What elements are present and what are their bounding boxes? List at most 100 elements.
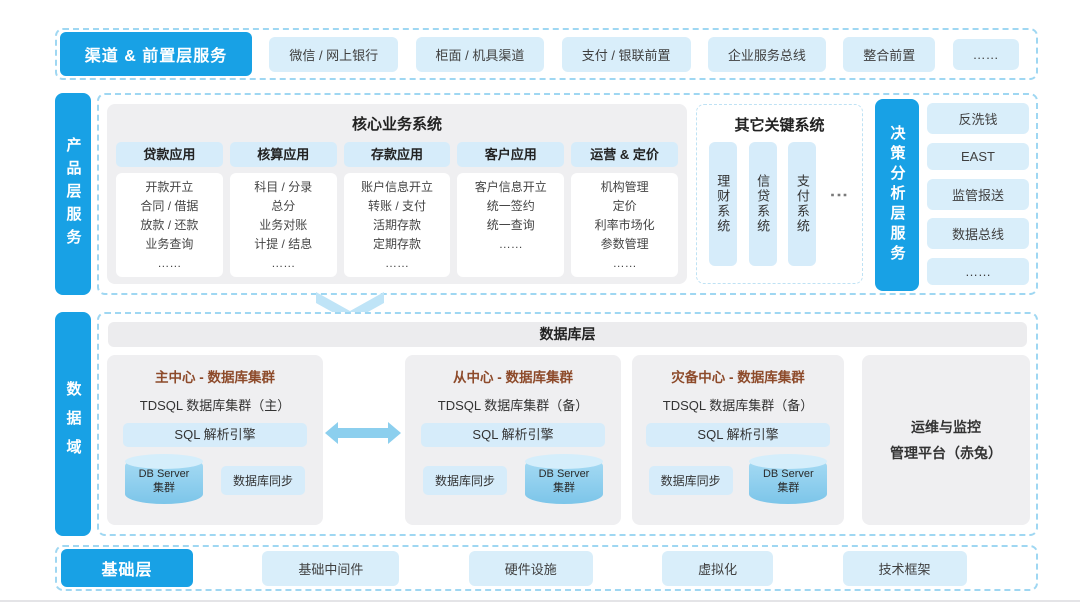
other-system-item: 信贷系统 xyxy=(748,142,777,266)
card-line: …… xyxy=(384,256,409,270)
replication-arrow-icon xyxy=(325,422,401,444)
ops-platform-panel: 运维与监控 管理平台（赤兔） xyxy=(862,355,1030,525)
db-server-cylinder-icon: DB Server 集群 xyxy=(749,454,828,504)
core-column-header: 运营 & 定价 xyxy=(571,142,678,167)
channel-item: 整合前置 xyxy=(843,36,936,72)
core-column-header: 贷款应用 xyxy=(116,142,223,167)
decision-item: 反洗钱 xyxy=(927,103,1029,134)
core-column-header: 存款应用 xyxy=(343,142,451,167)
db-layer-title: 数据库层 xyxy=(108,322,1027,347)
channel-item: 柜面 / 机具渠道 xyxy=(415,36,545,72)
decision-item: 监管报送 xyxy=(927,178,1029,210)
core-column-card: 科目 / 分录 总分 业务对账 计提 / 结息 …… xyxy=(229,173,337,277)
core-column-operations: 运营 & 定价 机构管理 定价 利率市场化 参数管理 …… xyxy=(571,142,678,277)
other-system-item: 支付系统 xyxy=(788,142,817,266)
decision-item: 数据总线 xyxy=(927,218,1029,250)
card-line: 定价 xyxy=(612,199,637,213)
core-systems-panel: 核心业务系统 贷款应用 开款开立 合同 / 借据 放款 / 还款 业务查询 ……… xyxy=(107,104,687,284)
core-column-accounting: 核算应用 科目 / 分录 总分 业务对账 计提 / 结息 …… xyxy=(229,142,337,277)
core-systems-title: 核心业务系统 xyxy=(351,116,442,133)
db-sync-label: 数据库同步 xyxy=(422,465,507,495)
card-line: 转账 / 支付 xyxy=(367,199,426,213)
decision-layer-items: 反洗钱 EAST 监管报送 数据总线 …… xyxy=(927,103,1029,285)
db-server-label: DB Server 集群 xyxy=(138,468,190,494)
db-server-label: DB Server 集群 xyxy=(762,468,814,494)
channel-item: 企业服务总线 xyxy=(707,36,826,72)
card-line: 合同 / 借据 xyxy=(140,199,199,213)
core-column-loan: 贷款应用 开款开立 合同 / 借据 放款 / 还款 业务查询 …… xyxy=(116,142,223,277)
cluster-title: 主中心 - 数据库集群 xyxy=(155,370,275,385)
channel-layer-label: 渠道 & 前置层服务 xyxy=(60,32,252,76)
card-line: …… xyxy=(498,237,523,251)
cluster-bottom-row: 数据库同步 DB Server 集群 xyxy=(632,454,844,504)
ops-platform-label: 运维与监控 管理平台（赤兔） xyxy=(890,419,1002,461)
decision-layer-label: 决策分析层服务 xyxy=(875,99,919,291)
channel-item-ellipsis: …… xyxy=(952,38,1019,70)
sql-engine-bar: SQL 解析引擎 xyxy=(123,423,307,447)
core-column-header: 核算应用 xyxy=(229,142,337,167)
secondary-cluster-panel: 从中心 - 数据库集群 TDSQL 数据库集群（备） SQL 解析引擎 数据库同… xyxy=(405,355,621,525)
core-column-customer: 客户应用 客户信息开立 统一签约 统一查询 …… xyxy=(457,142,565,277)
product-layer-label: 产品层服务 xyxy=(55,93,91,295)
channel-item: 支付 / 银联前置 xyxy=(561,36,691,72)
card-line: 业务对账 xyxy=(259,218,308,232)
base-item: 硬件设施 xyxy=(468,550,593,586)
cluster-title: 从中心 - 数据库集群 xyxy=(453,370,573,385)
sql-engine-bar: SQL 解析引擎 xyxy=(646,423,830,447)
vertical-ellipsis-icon: ⋮ xyxy=(829,186,850,204)
card-line: 统一查询 xyxy=(486,218,535,232)
card-line: 业务查询 xyxy=(145,237,194,251)
core-column-card: 机构管理 定价 利率市场化 参数管理 …… xyxy=(571,173,678,277)
card-line: …… xyxy=(612,256,637,270)
card-line: 活期存款 xyxy=(372,218,421,232)
data-domain-section: 数据库层 主中心 - 数据库集群 TDSQL 数据库集群（主） SQL 解析引擎… xyxy=(97,312,1038,536)
base-layer-label: 基础层 xyxy=(61,549,193,587)
db-server-label: DB Server 集群 xyxy=(538,468,590,494)
other-system-item: 理财系统 xyxy=(708,142,737,266)
core-column-card: 账户信息开立 转账 / 支付 活期存款 定期存款 …… xyxy=(343,173,451,277)
sql-engine-bar: SQL 解析引擎 xyxy=(421,423,605,447)
card-line: 总分 xyxy=(271,199,296,213)
card-line: 放款 / 还款 xyxy=(140,218,199,232)
cluster-subtitle: TDSQL 数据库集群（主） xyxy=(139,398,291,413)
primary-cluster-panel: 主中心 - 数据库集群 TDSQL 数据库集群（主） SQL 解析引擎 DB S… xyxy=(107,355,323,525)
card-line: 科目 / 分录 xyxy=(254,180,313,194)
base-item: 虚拟化 xyxy=(662,550,774,586)
core-column-header: 客户应用 xyxy=(457,142,565,167)
cluster-subtitle: TDSQL 数据库集群（备） xyxy=(437,398,589,413)
cluster-title: 灾备中心 - 数据库集群 xyxy=(671,370,805,385)
base-items-row: 基础中间件 硬件设施 虚拟化 技术框架 xyxy=(193,550,1036,586)
other-systems-panel: 其它关键系统 理财系统 信贷系统 支付系统 ⋮ xyxy=(696,104,863,284)
db-server-cylinder-icon: DB Server 集群 xyxy=(124,454,203,504)
card-line: 定期存款 xyxy=(372,237,421,251)
decision-item: EAST xyxy=(927,142,1029,170)
card-line: …… xyxy=(271,256,296,270)
card-line: …… xyxy=(157,256,182,270)
channel-layer-section: 渠道 & 前置层服务 微信 / 网上银行 柜面 / 机具渠道 支付 / 银联前置… xyxy=(55,28,1038,80)
card-line: 客户信息开立 xyxy=(474,180,547,194)
card-line: 开款开立 xyxy=(145,180,194,194)
decision-item-ellipsis: …… xyxy=(927,258,1029,285)
channel-items-row: 微信 / 网上银行 柜面 / 机具渠道 支付 / 银联前置 企业服务总线 整合前… xyxy=(252,36,1036,72)
bottom-divider xyxy=(0,600,1080,602)
card-line: 计提 / 结息 xyxy=(254,237,313,251)
core-column-card: 客户信息开立 统一签约 统一查询 …… xyxy=(457,173,565,277)
base-item: 基础中间件 xyxy=(262,550,400,586)
cluster-bottom-row: DB Server 集群 数据库同步 xyxy=(107,454,323,504)
other-systems-title: 其它关键系统 xyxy=(734,117,825,134)
card-line: 账户信息开立 xyxy=(360,180,433,194)
product-layer-section: 核心业务系统 贷款应用 开款开立 合同 / 借据 放款 / 还款 业务查询 ……… xyxy=(97,93,1038,295)
core-column-deposit: 存款应用 账户信息开立 转账 / 支付 活期存款 定期存款 …… xyxy=(343,142,451,277)
channel-item: 微信 / 网上银行 xyxy=(269,36,399,72)
core-columns: 贷款应用 开款开立 合同 / 借据 放款 / 还款 业务查询 …… 核算应用 科… xyxy=(107,134,687,277)
db-server-cylinder-icon: DB Server 集群 xyxy=(524,454,603,504)
other-systems-items: 理财系统 信贷系统 支付系统 ⋮ xyxy=(697,142,862,266)
cluster-bottom-row: 数据库同步 DB Server 集群 xyxy=(405,454,621,504)
disaster-recovery-cluster-panel: 灾备中心 - 数据库集群 TDSQL 数据库集群（备） SQL 解析引擎 数据库… xyxy=(632,355,844,525)
cluster-subtitle: TDSQL 数据库集群（备） xyxy=(662,398,814,413)
base-layer-section: 基础层 基础中间件 硬件设施 虚拟化 技术框架 xyxy=(55,545,1038,591)
card-line: 参数管理 xyxy=(600,237,649,251)
card-line: 利率市场化 xyxy=(594,218,655,232)
db-sync-label: 数据库同步 xyxy=(220,465,305,495)
